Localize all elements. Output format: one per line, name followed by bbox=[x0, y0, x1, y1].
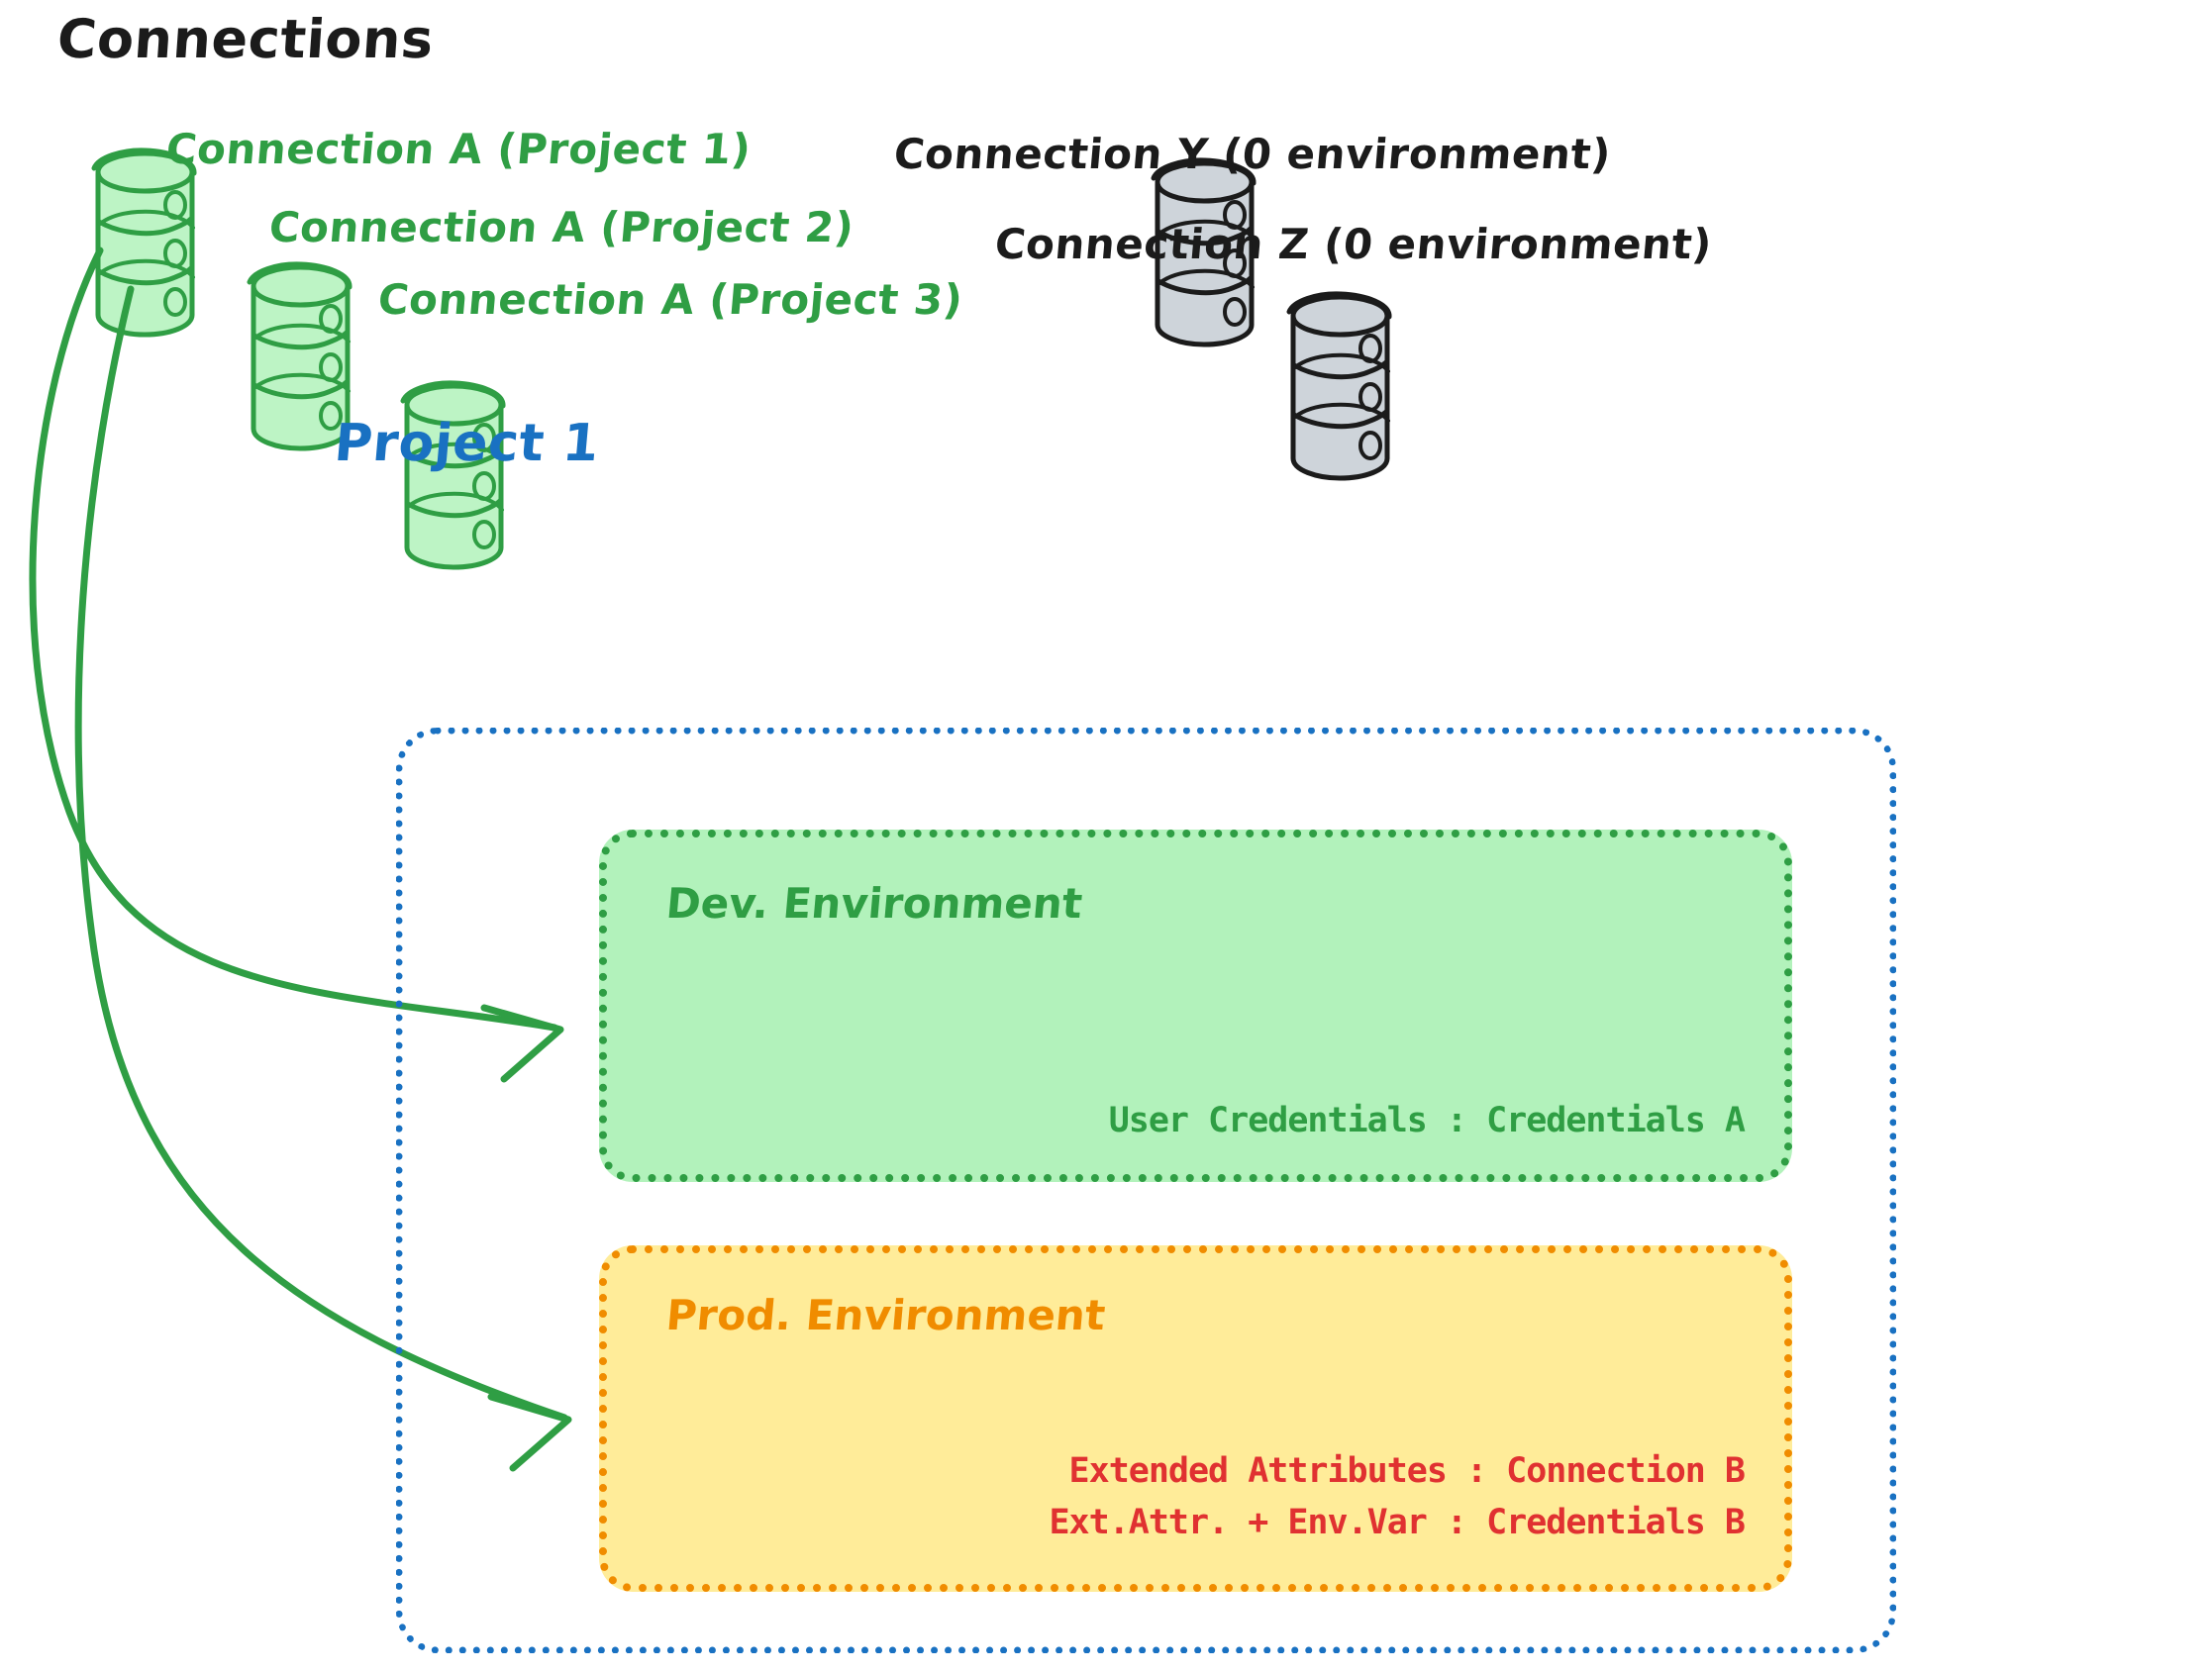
prod-environment-line: Extended Attributes : Connection B bbox=[1068, 1451, 1746, 1491]
prod-environment-details: Extended Attributes : Connection B Ext.A… bbox=[1049, 1445, 1746, 1548]
connection-label-a-project-2: Connection A (Project 2) bbox=[266, 203, 856, 251]
dev-environment-line: User Credentials : Credentials A bbox=[1108, 1101, 1746, 1140]
database-cylinder-icon bbox=[250, 264, 350, 448]
prod-environment-line: Ext.Attr. + Env.Var : Credentials B bbox=[1049, 1503, 1746, 1542]
prod-environment-title: Prod. Environment bbox=[663, 1291, 1108, 1339]
connection-label-z: Connection Z (0 environment) bbox=[992, 220, 1715, 268]
dev-environment-box: Dev. Environment User Credentials : Cred… bbox=[599, 830, 1792, 1182]
dev-environment-details: User Credentials : Credentials A bbox=[1108, 1095, 1746, 1146]
database-cylinder-icon bbox=[94, 150, 194, 335]
page-title: Connections bbox=[54, 8, 436, 70]
connection-label-y: Connection Y (0 environment) bbox=[891, 130, 1613, 178]
connection-label-a-project-1: Connection A (Project 1) bbox=[163, 125, 754, 173]
database-cylinder-icon bbox=[403, 383, 503, 567]
dev-environment-title: Dev. Environment bbox=[663, 879, 1085, 928]
database-cylinder-icon bbox=[1289, 294, 1389, 478]
connection-label-a-project-3: Connection A (Project 3) bbox=[375, 275, 965, 324]
prod-environment-box: Prod. Environment Extended Attributes : … bbox=[599, 1245, 1792, 1592]
project-title: Project 1 bbox=[332, 414, 602, 473]
project-container bbox=[396, 728, 1896, 1653]
